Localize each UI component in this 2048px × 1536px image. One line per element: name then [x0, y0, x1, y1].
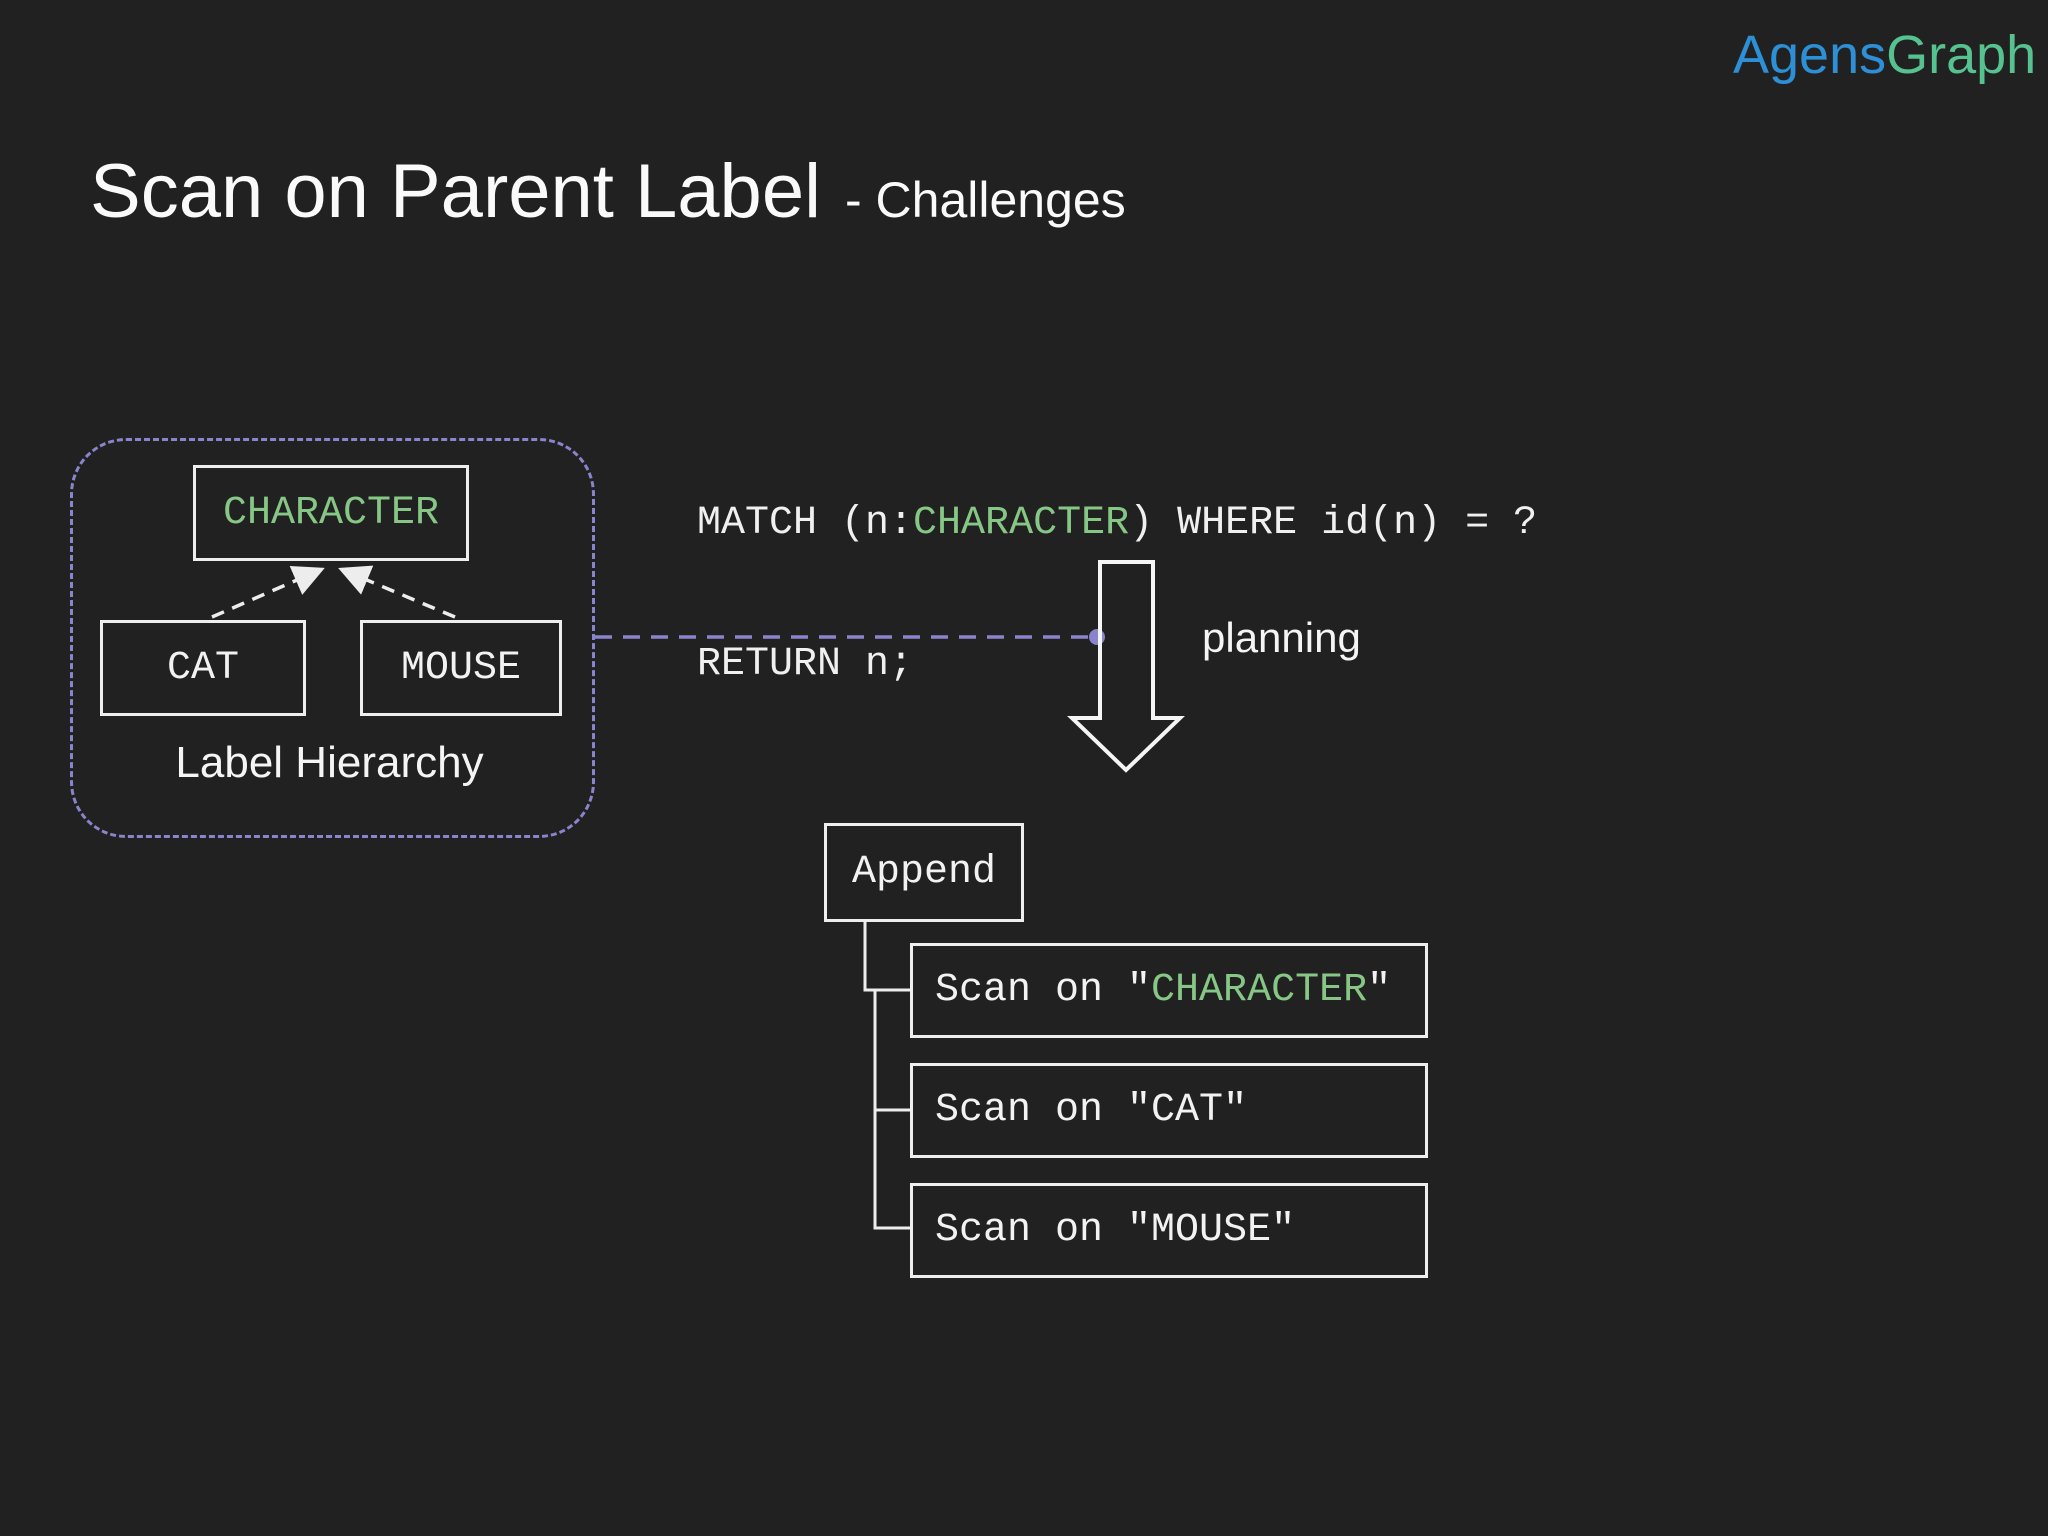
- scan-text-post: ": [1271, 1208, 1296, 1253]
- scan-text-label: MOUSE: [1151, 1208, 1272, 1253]
- hierarchy-node-cat: CAT: [100, 620, 306, 716]
- scan-text-pre: Scan on ": [935, 1088, 1152, 1133]
- query-code-line1: MATCH (n:CHARACTER) WHERE id(n) = ?: [697, 500, 1537, 547]
- planning-label: planning: [1202, 614, 1361, 661]
- query-code-line2: RETURN n;: [697, 642, 914, 687]
- plan-root-append: Append: [824, 823, 1024, 922]
- scan-text-post: ": [1367, 968, 1392, 1013]
- scan-text-label: CHARACTER: [1151, 968, 1368, 1013]
- hierarchy-node-character: CHARACTER: [193, 465, 469, 561]
- code-post: ) WHERE id(n) = ?: [1129, 501, 1538, 546]
- page-title: Scan on Parent Label - Challenges: [90, 148, 1126, 235]
- code-label-character: CHARACTER: [913, 501, 1130, 546]
- hierarchy-node-cat-label: CAT: [166, 645, 239, 691]
- scan-text-label: CAT: [1151, 1088, 1224, 1133]
- hierarchy-node-mouse: MOUSE: [360, 620, 562, 716]
- code-pre: MATCH (n:: [697, 501, 914, 546]
- title-suffix: - Challenges: [844, 172, 1126, 228]
- scan-text-post: ": [1223, 1088, 1248, 1133]
- plan-node-scan-character: Scan on "CHARACTER": [910, 943, 1428, 1038]
- hierarchy-node-character-label: CHARACTER: [222, 490, 440, 536]
- tree-connector-append-to-scan-character: [863, 922, 910, 992]
- plan-root-append-label: Append: [851, 850, 997, 895]
- hierarchy-caption: Label Hierarchy: [175, 738, 484, 787]
- tree-connector-append-to-scan-mouse: [873, 1110, 910, 1230]
- plan-node-scan-cat: Scan on "CAT": [910, 1063, 1428, 1158]
- logo-graph: Graph: [1886, 25, 2037, 85]
- plan-node-scan-mouse: Scan on "MOUSE": [910, 1183, 1428, 1278]
- query-code: MATCH (n:CHARACTER) WHERE id(n) = ? RETU…: [697, 406, 1537, 782]
- hierarchy-node-mouse-label: MOUSE: [400, 645, 522, 691]
- agensgraph-logo: AgensGraph: [1733, 24, 2036, 86]
- scan-text-pre: Scan on ": [935, 968, 1152, 1013]
- tree-connector-append-to-scan-cat: [873, 990, 910, 1112]
- scan-text-pre: Scan on ": [935, 1208, 1152, 1253]
- label-hierarchy-container: [70, 438, 595, 838]
- logo-agens: Agens: [1733, 25, 1887, 85]
- title-main: Scan on Parent Label: [90, 149, 821, 234]
